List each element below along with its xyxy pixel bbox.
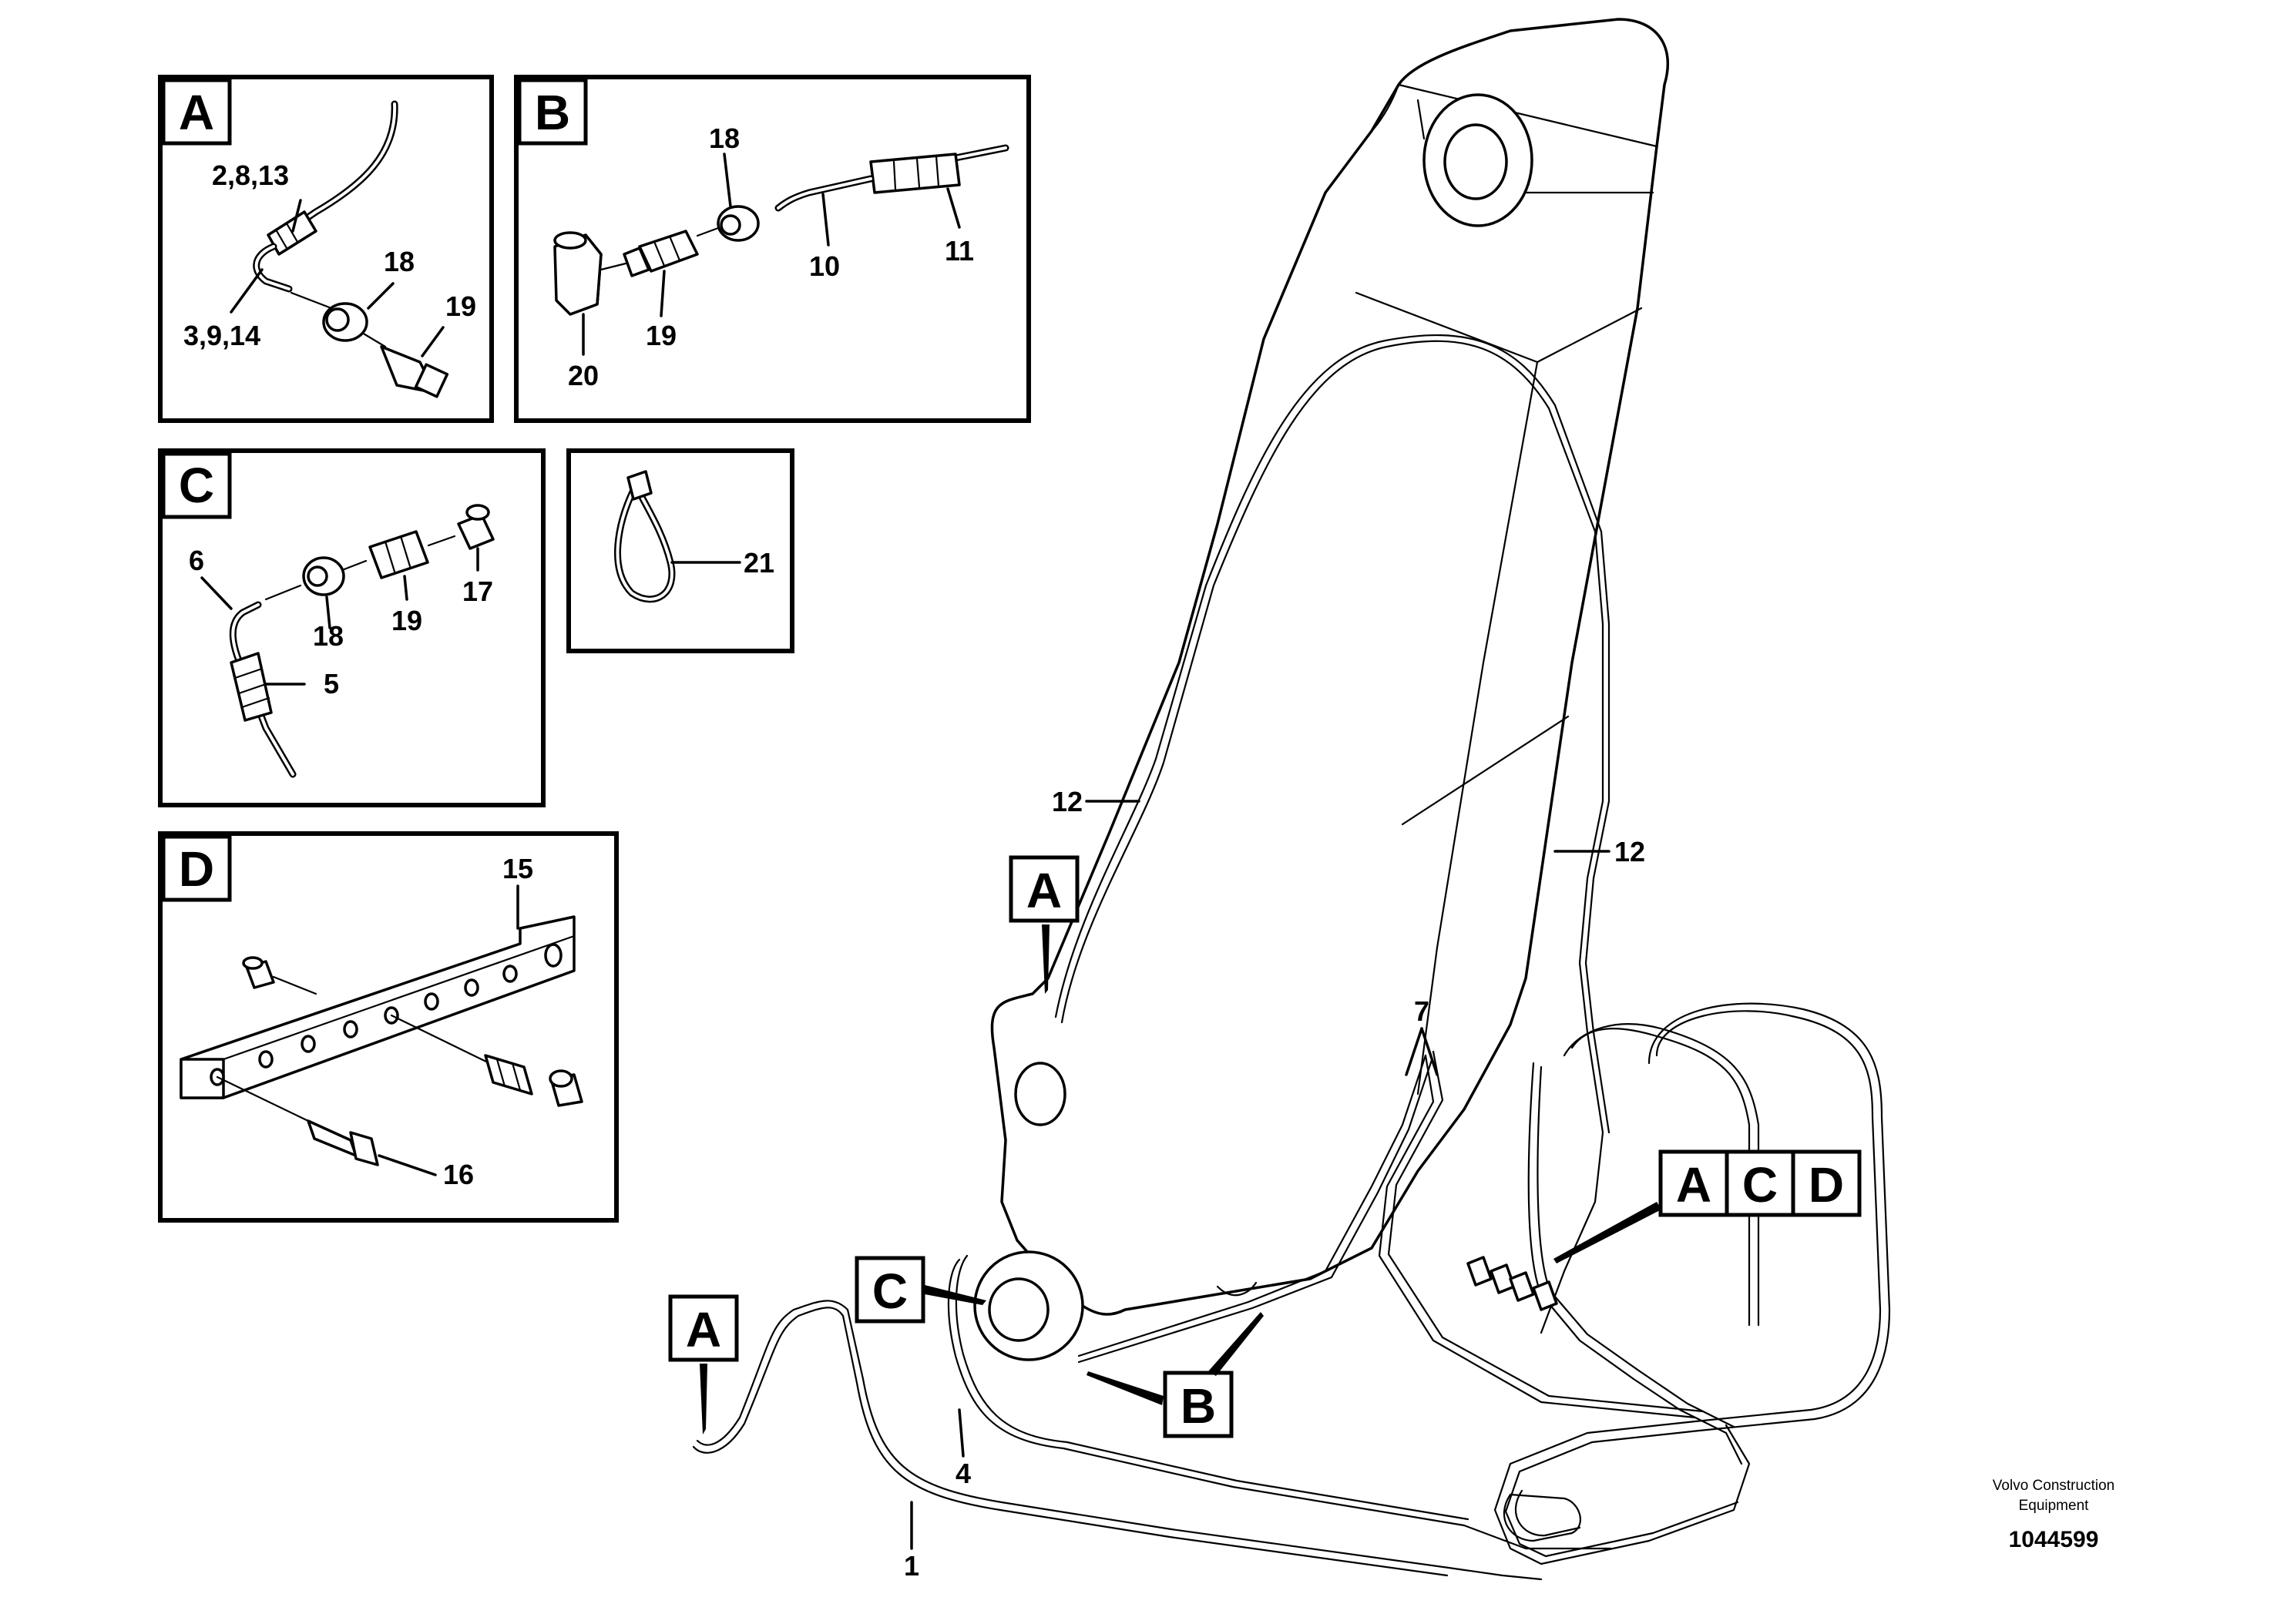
callout-a-19: 19 [445,290,476,322]
hose-1 [696,1300,1543,1581]
main-tag-group-a [1658,1149,1729,1217]
callout-main-4: 4 [956,1458,971,1489]
callout-c-18: 18 [313,620,344,652]
detail-b-letter-box [517,78,588,146]
callout-c-5: 5 [324,668,339,700]
callout-b-11: 11 [945,235,974,267]
tag-c-pointer [925,1285,986,1305]
tag-a-upper-pointer [1042,924,1050,994]
callout-main-1: 1 [904,1550,919,1582]
detail-d-letter: D [179,841,214,897]
detail-view-cable-tie: 21 [566,448,794,653]
main-tag-b-bottom [1163,1371,1234,1438]
main-hose-bundle-1 [1493,1010,1882,1565]
credit-line-1: Volvo Construction [1993,1478,2114,1494]
svg-text:C: C [872,1263,908,1319]
fitting-cluster-4 [1532,1280,1558,1311]
svg-text:D: D [1809,1157,1844,1213]
detail-view-c: C 6 18 19 17 5 [158,448,546,807]
tag-b-pointer-right [1208,1312,1264,1376]
callout-b-10: 10 [809,250,840,282]
tube-7a [1378,1054,1697,1419]
detail-b-frame [514,75,1031,423]
tube-7b [1387,1050,1705,1413]
callout-b-18: 18 [709,122,740,154]
tag-b-pointer-left [1087,1371,1164,1405]
main-hose-bundle-3 [1527,1062,1743,1465]
detail-c-letter: C [179,458,214,513]
credit-line-2: Equipment [2019,1498,2090,1514]
main-boom-view: A A C B A C D 12 12 7 4 1 [668,18,1891,1582]
callout-c-6: 6 [189,545,204,576]
tag-group-pointer [1553,1202,1661,1263]
detail-b-letter: B [535,85,570,140]
callout-main-12-right: 12 [1614,836,1645,867]
boom-body [990,18,1669,1316]
cable-tie-frame [566,448,794,653]
tag-a-lower-pointer [700,1364,707,1434]
callout-main-12-left: 12 [1052,786,1083,817]
detail-d-connector [484,1054,533,1096]
detail-c-letter-box [161,451,232,519]
svg-text:C: C [1742,1157,1778,1213]
boom-lower-tube [1077,1054,1427,1357]
fitting-cluster-3 [1509,1271,1535,1302]
callout-d-15: 15 [502,853,533,884]
fitting-cluster-1 [1466,1256,1493,1287]
callout-a-2-8-13: 2,8,13 [212,159,289,191]
detail-view-b: B 18 11 10 19 20 [514,75,1031,423]
detail-d-letter-box [161,834,232,902]
main-tag-group-c [1725,1149,1795,1217]
detail-a-letter: A [179,85,214,140]
document-number: 1044599 [2009,1527,2099,1552]
callout-main-7: 7 [1414,995,1429,1027]
cable-tie-head [626,470,653,501]
hose-4 [947,1258,1612,1550]
main-tag-a-lower [668,1294,739,1362]
callout-b-20: 20 [568,360,599,391]
main-tag-group-d [1791,1149,1862,1217]
main-tag-a-upper [1009,855,1080,923]
callout-tie-21: 21 [744,547,774,579]
callout-d-16: 16 [443,1159,474,1190]
boom-hose-run-outer [1060,340,1604,1334]
bundle-loop [1503,1493,1581,1542]
detail-view-a: A 2,8,13 3,9,14 18 19 [158,75,494,423]
svg-text:A: A [1026,863,1062,918]
callout-c-19: 19 [391,605,422,636]
boom-lug-hole [1014,1062,1066,1126]
callout-a-3-9-14: 3,9,14 [183,320,260,351]
callout-a-18: 18 [384,246,415,277]
svg-text:A: A [1676,1157,1711,1213]
svg-text:A: A [686,1302,721,1357]
callout-b-19: 19 [646,320,677,351]
main-tag-c-pivot [855,1256,925,1324]
main-hose-bundle-2 [1570,1028,1751,1327]
detail-view-d: D 15 16 [158,831,619,1223]
credit-block: Volvo Construction Equipment 1044599 [1993,1478,2114,1552]
svg-text:B: B [1181,1378,1216,1434]
callout-c-17: 17 [462,575,493,607]
detail-c-fitting [230,652,273,722]
detail-a-letter-box [161,78,232,146]
detail-b-fitting [869,153,961,194]
